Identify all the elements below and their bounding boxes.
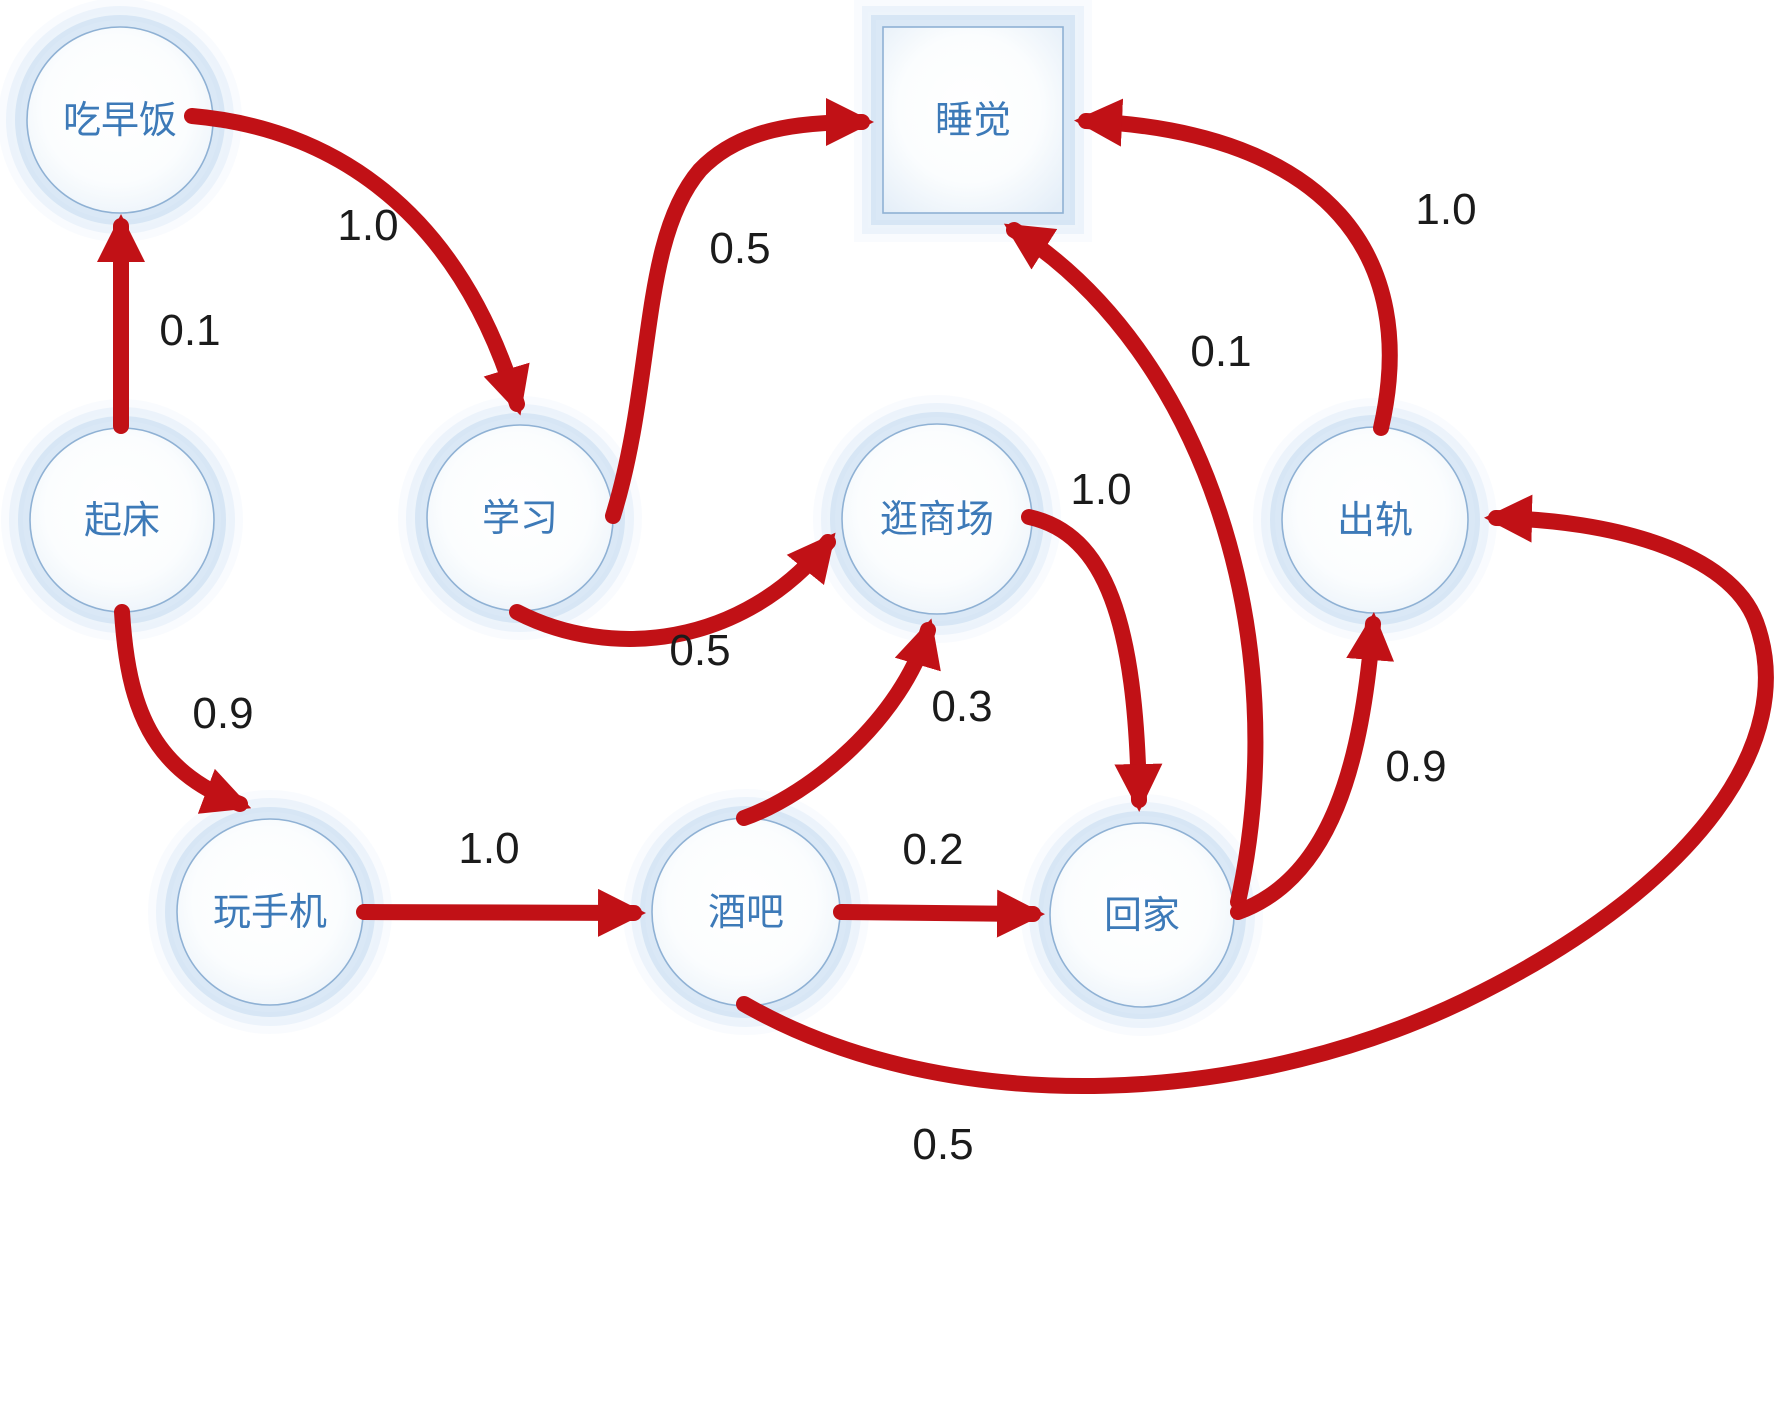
edge-shopping-mall-to-go-home[interactable]: [1021, 509, 1163, 812]
edge-weight-get-up-to-eat-breakfast: 0.1: [159, 306, 220, 355]
edge-get-up-to-play-phone[interactable]: [114, 604, 252, 814]
edge-weight-study-to-shopping-mall: 0.5: [669, 626, 730, 675]
node-get-up[interactable]: 起床: [1, 399, 243, 641]
node-label-shopping-mall: 逛商场: [880, 499, 994, 541]
edge-layer: 0.1 1.0 0.5 0.5 0.9 1.0 0.3 0.2 1.0 0.1 0.9 1.0 0.5: [97, 98, 1774, 1169]
edge-bar-to-cheat[interactable]: [736, 494, 1774, 1094]
node-label-get-up: 起床: [84, 500, 160, 542]
edge-weight-bar-to-go-home: 0.2: [902, 825, 963, 874]
edge-weight-play-phone-to-bar: 1.0: [458, 824, 519, 873]
node-label-bar: 酒吧: [708, 892, 784, 934]
edge-weight-bar-to-shopping-mall: 0.3: [931, 682, 992, 731]
edge-weight-study-to-sleep: 0.5: [709, 224, 770, 273]
edge-bar-to-go-home[interactable]: [833, 889, 1045, 938]
node-label-study: 学习: [482, 498, 558, 540]
edge-go-home-to-cheat[interactable]: [1230, 612, 1395, 920]
node-cheat[interactable]: 出轨: [1253, 398, 1497, 642]
node-label-play-phone: 玩手机: [213, 892, 327, 934]
node-play-phone[interactable]: 玩手机: [148, 790, 392, 1034]
node-shopping-mall[interactable]: 逛商场: [813, 395, 1061, 643]
node-label-cheat: 出轨: [1337, 500, 1413, 542]
node-label-eat-breakfast: 吃早饭: [63, 100, 177, 142]
node-shape-sleep[interactable]: [882, 26, 1064, 214]
edge-cheat-to-sleep[interactable]: [1074, 98, 1398, 436]
edge-weight-eat-breakfast-to-study: 1.0: [337, 201, 398, 250]
edge-weight-get-up-to-play-phone: 0.9: [192, 689, 253, 738]
edge-weight-cheat-to-sleep: 1.0: [1415, 185, 1476, 234]
edge-bar-to-shopping-mall[interactable]: [736, 618, 941, 826]
node-go-home[interactable]: 回家: [1021, 794, 1263, 1036]
edge-study-to-shopping-mall[interactable]: [509, 532, 836, 647]
edge-weight-shopping-mall-to-go-home: 1.0: [1070, 465, 1131, 514]
node-sleep[interactable]: 睡觉: [854, 0, 1092, 242]
node-bar[interactable]: 酒吧: [623, 789, 869, 1035]
edge-eat-breakfast-to-study[interactable]: [184, 108, 530, 416]
edge-weight-bar-to-cheat: 0.5: [912, 1120, 973, 1169]
node-label-sleep: 睡觉: [935, 100, 1011, 142]
edge-study-to-sleep[interactable]: [605, 98, 874, 524]
edge-weight-go-home-to-sleep: 0.1: [1190, 327, 1251, 376]
node-study[interactable]: 学习: [398, 396, 642, 640]
node-glow: [871, 15, 1075, 225]
edge-weight-go-home-to-cheat: 0.9: [1385, 742, 1446, 791]
edge-play-phone-to-bar[interactable]: [356, 888, 646, 937]
node-label-go-home: 回家: [1104, 895, 1180, 937]
edge-go-home-to-sleep[interactable]: [1003, 222, 1264, 910]
